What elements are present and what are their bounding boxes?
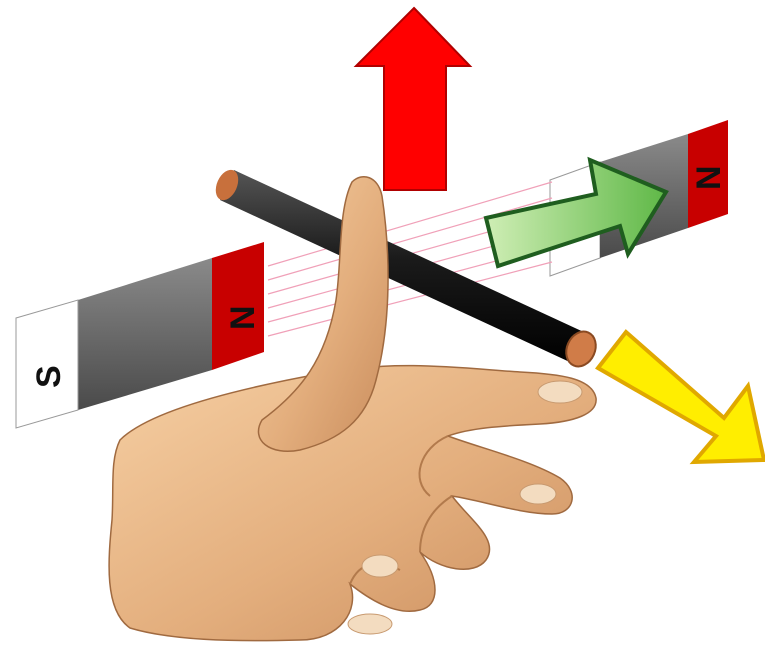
current-arrow-icon	[598, 332, 764, 462]
conductor-rod	[211, 166, 601, 371]
left-magnet-south-label: S	[30, 365, 68, 388]
left-magnet-body	[78, 258, 212, 410]
left-magnet-north-label: N	[224, 305, 262, 330]
right-magnet-north-label: N	[690, 165, 728, 190]
force-arrow-icon	[356, 8, 470, 190]
left-magnet-south-pole	[16, 300, 78, 428]
